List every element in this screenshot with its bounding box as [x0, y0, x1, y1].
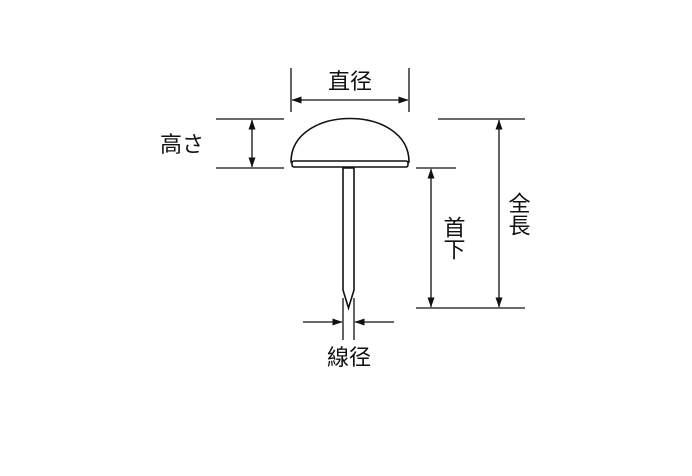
diameter-dimension: 直径	[290, 68, 410, 112]
tack-head	[290, 117, 410, 163]
wire-diameter-dimension: 線径	[303, 298, 394, 371]
total-length-label: 全長	[505, 192, 531, 236]
total-length-dimension: 全長	[416, 118, 531, 309]
height-dimension: 高さ	[160, 118, 284, 169]
tack-figure	[290, 117, 410, 311]
height-label: 高さ	[160, 133, 204, 158]
tack-shank	[342, 167, 355, 311]
under-head-label: 首下	[440, 216, 465, 260]
diameter-label: 直径	[328, 70, 372, 95]
wire-diameter-label: 線径	[327, 346, 371, 371]
under-head-dimension: 首下	[416, 167, 465, 308]
tack-head-rim	[291, 160, 409, 168]
